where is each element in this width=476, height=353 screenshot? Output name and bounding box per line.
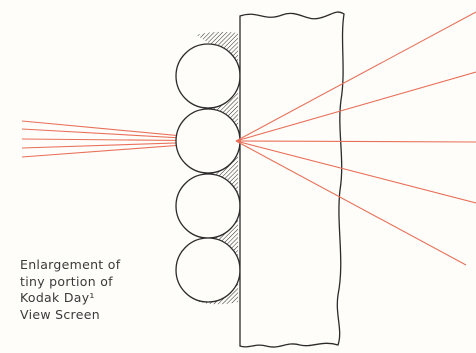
- caption-line: View Screen: [20, 307, 170, 324]
- screen-body: [240, 12, 344, 347]
- caption-line: tiny portion of: [20, 274, 170, 291]
- caption-line: Kodak Day¹: [20, 290, 170, 307]
- glass-bead: [176, 238, 240, 302]
- diagram-caption: Enlargement of tiny portion of Kodak Day…: [20, 257, 170, 323]
- glass-bead: [176, 109, 240, 173]
- caption-line: Enlargement of: [20, 257, 170, 274]
- glass-bead: [176, 174, 240, 238]
- glass-bead: [176, 44, 240, 108]
